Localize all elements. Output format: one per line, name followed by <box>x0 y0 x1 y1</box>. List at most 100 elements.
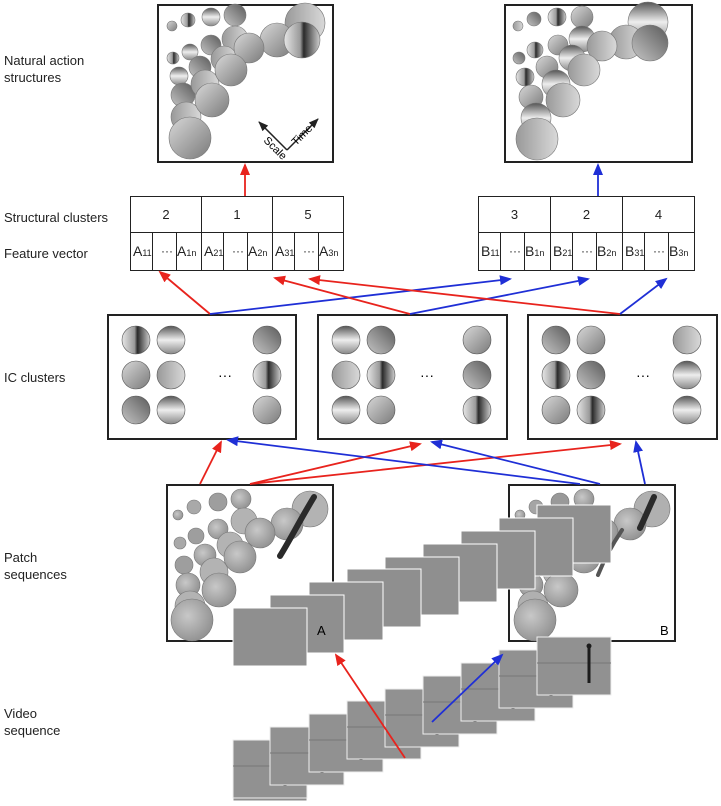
ic-patch <box>462 360 492 390</box>
disc-patch <box>172 509 184 521</box>
ic-patch <box>121 360 151 390</box>
walker-head <box>586 643 592 649</box>
cluster-cell: 5 <box>272 196 344 233</box>
connection-arrow <box>249 441 422 485</box>
ic-patch <box>672 325 702 355</box>
time-axis-arrow <box>286 118 319 151</box>
ic-patch <box>156 395 186 425</box>
ic-patch <box>331 325 361 355</box>
feature-divider <box>596 232 597 271</box>
disc-patch <box>513 598 557 642</box>
feature-divider <box>524 232 525 271</box>
feature-divider <box>500 232 501 271</box>
feature-first: B31 <box>625 243 645 259</box>
disc-patch <box>208 492 228 512</box>
ic-patch <box>252 395 282 425</box>
disc-patch <box>194 82 230 118</box>
disc-patch <box>174 555 194 575</box>
disc-patch <box>223 540 257 574</box>
disc-patch <box>186 499 202 515</box>
feature-group <box>622 232 695 271</box>
disc-patch <box>169 66 189 86</box>
feature-last: A1n <box>177 243 197 259</box>
patch-streak <box>277 494 317 559</box>
ic-patch <box>121 325 151 355</box>
ic-patch <box>462 395 492 425</box>
disc-patch <box>166 51 180 65</box>
feature-ellipsis: ··· <box>509 244 521 258</box>
disc-patch <box>570 5 594 29</box>
feature-divider <box>644 232 645 271</box>
disc-patch <box>283 21 321 59</box>
ic-ellipsis: ··· <box>420 367 434 383</box>
cluster-cell: 2 <box>130 196 202 233</box>
disc-patch <box>223 3 247 27</box>
scale-time-axes: Scale Time <box>258 118 319 163</box>
label-natural-action-structures: Natural action structures <box>4 53 85 85</box>
video-frame <box>232 607 308 667</box>
feature-divider <box>294 232 295 271</box>
feature-divider <box>223 232 224 271</box>
disc-patch <box>567 53 601 87</box>
ic-patch <box>576 360 606 390</box>
feature-divider <box>572 232 573 271</box>
disc-patch <box>543 572 579 608</box>
feature-divider <box>176 232 177 271</box>
ic-patch <box>121 395 151 425</box>
scale-axis-label: Scale <box>261 135 289 163</box>
cluster-cell: 1 <box>201 196 273 233</box>
scale-axis-arrow <box>258 121 288 151</box>
ic-patch <box>366 360 396 390</box>
feature-last: A2n <box>248 243 268 259</box>
connection-arrow <box>199 440 222 485</box>
label-video-sequence: Video sequence <box>4 706 61 738</box>
feature-last: B2n <box>597 243 617 259</box>
ic-ellipsis: ··· <box>218 367 232 383</box>
disc-patch <box>547 7 567 27</box>
natural-disc-sequence-left <box>166 2 326 160</box>
disc-patch <box>545 82 581 118</box>
connection-arrow <box>619 277 668 315</box>
disc-patch <box>201 572 237 608</box>
feature-first: A11 <box>133 243 152 259</box>
connection-arrows <box>158 163 668 759</box>
disc-patch <box>526 41 544 59</box>
disc-patch <box>168 116 212 160</box>
label-ic-clusters: IC clusters <box>4 370 66 385</box>
feature-ellipsis: ··· <box>581 244 593 258</box>
ic-ellipsis: ··· <box>636 367 650 383</box>
disc-patch <box>631 24 669 62</box>
disc-patch <box>515 67 535 87</box>
connection-arrow <box>209 275 512 315</box>
connection-arrow <box>249 440 622 485</box>
cluster-cell: 3 <box>478 196 551 233</box>
connection-arrow <box>308 275 621 315</box>
disc-patch <box>586 30 618 62</box>
disc-patch <box>173 536 187 550</box>
disc-patch <box>512 51 526 65</box>
connection-arrow <box>431 653 504 723</box>
disc-patch <box>244 517 276 549</box>
ic-patch <box>366 395 396 425</box>
video-frames <box>232 504 612 802</box>
patch-streak <box>637 494 657 531</box>
ic-patch <box>252 360 282 390</box>
label-patch-sequences: Patch sequences <box>4 550 67 582</box>
disc-patch <box>233 32 265 64</box>
feature-last: B3n <box>669 243 689 259</box>
connection-arrow <box>273 275 411 315</box>
ic-patch <box>576 325 606 355</box>
cluster-cell: 2 <box>550 196 623 233</box>
feature-ellipsis: ··· <box>161 244 173 258</box>
label-feature-vector: Feature vector <box>4 246 88 261</box>
patch-label-b: B <box>660 623 669 638</box>
connection-arrow <box>430 439 601 485</box>
feature-ellipsis: ··· <box>653 244 665 258</box>
feature-group <box>130 232 202 271</box>
disc-patch <box>512 20 524 32</box>
disc-patch <box>201 7 221 27</box>
disc-patch <box>230 488 252 510</box>
feature-last: A3n <box>319 243 339 259</box>
